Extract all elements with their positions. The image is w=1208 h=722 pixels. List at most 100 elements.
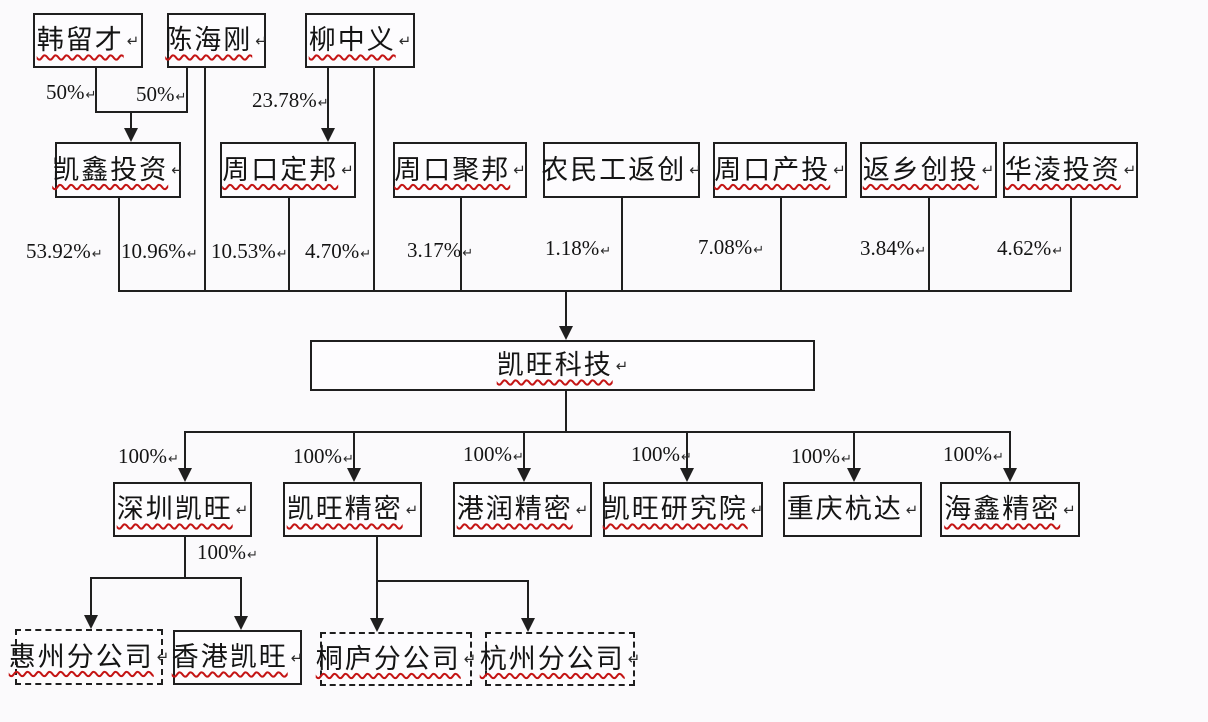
node-label: 海鑫精密	[944, 494, 1061, 525]
node-label: 柳中义	[308, 25, 396, 56]
connector-shareholder-bus	[118, 290, 1072, 292]
connector-jingmi-split	[376, 580, 529, 582]
node-label: 惠州分公司	[8, 641, 154, 673]
return-mark-icon: ↵	[276, 246, 288, 261]
return-mark-icon: ↵	[627, 650, 641, 668]
connector-to-yanjiuyuan	[686, 431, 688, 470]
stake-label-chantou: 7.08%↵	[698, 235, 765, 259]
arrowhead-to-huizhou	[84, 615, 98, 629]
stake-label-fanxiang: 3.84%↵	[860, 236, 927, 260]
stake-label-nongmin: 1.18%↵	[545, 236, 612, 260]
return-mark-icon: ↵	[186, 246, 198, 261]
return-mark-icon: ↵	[171, 161, 184, 179]
stake-label-shenzhen: 100%↵	[118, 444, 179, 468]
return-mark-icon: ↵	[513, 449, 524, 464]
stake-label-jubang: 3.17%↵	[407, 238, 474, 262]
return-mark-icon: ↵	[91, 246, 103, 261]
return-mark-icon: ↵	[575, 500, 589, 519]
node-label: 农民工返创	[541, 154, 687, 186]
node-label: 凯鑫投资	[52, 154, 169, 186]
return-mark-icon: ↵	[915, 243, 927, 258]
node-nongmingong-fanchuang: 农民工返创↵	[541, 142, 702, 198]
return-mark-icon: ↵	[681, 449, 692, 464]
stake-label-liu-direct: 4.70%↵	[305, 239, 372, 263]
arrowhead-to-shenzhen	[178, 468, 192, 482]
connector-fanxiang-drop	[928, 198, 930, 292]
connector-hualing-drop	[1070, 198, 1072, 292]
connector-bus-to-company	[565, 290, 567, 328]
node-kaiwang-jingmi: 凯旺精密↵	[283, 482, 422, 537]
stake-label-shenzhen-children: 100%↵	[197, 540, 258, 564]
return-mark-icon: ↵	[290, 648, 304, 667]
connector-to-kaixin	[130, 111, 132, 131]
connector-company-down	[565, 391, 567, 433]
connector-liu-direct	[373, 68, 375, 292]
return-mark-icon: ↵	[317, 95, 329, 110]
return-mark-icon: ↵	[405, 500, 419, 519]
connector-jingmi-down	[376, 537, 378, 620]
arrowhead-to-dingbang	[321, 128, 335, 142]
connector-to-huizhou	[90, 577, 92, 617]
node-label: 香港凯旺	[171, 642, 288, 673]
node-liu-zhongyi: 柳中义↵	[305, 13, 415, 68]
node-chen-haigang: 陈海刚↵	[165, 13, 268, 68]
return-mark-icon: ↵	[175, 89, 187, 104]
node-label: 港润精密	[456, 494, 573, 525]
stake-label-chen-direct: 10.96%↵	[121, 239, 198, 263]
connector-to-haixin	[1009, 431, 1011, 470]
stake-label-hualing: 4.62%↵	[997, 236, 1064, 260]
connector-to-chongqing	[853, 431, 855, 470]
arrowhead-to-company	[559, 326, 573, 340]
connector-to-hongkong	[240, 577, 242, 618]
arrowhead-to-jingmi	[347, 468, 361, 482]
return-mark-icon: ↵	[753, 242, 765, 257]
arrowhead-to-kaixin	[124, 128, 138, 142]
node-label: 周口聚邦	[394, 154, 511, 186]
node-kaiwang-research-institute: 凯旺研究院↵	[603, 482, 763, 537]
node-haixin-jingmi: 海鑫精密↵	[940, 482, 1080, 537]
node-fanxiang-chuangtou: 返乡创投↵	[860, 142, 997, 198]
return-mark-icon: ↵	[463, 650, 477, 668]
connector-shenzhen-split	[90, 577, 242, 579]
return-mark-icon: ↵	[255, 31, 268, 50]
connector-nongmin-drop	[621, 198, 623, 292]
connector-chantou-drop	[780, 198, 782, 292]
return-mark-icon: ↵	[841, 451, 852, 466]
return-mark-icon: ↵	[833, 161, 846, 179]
node-label: 凯旺科技	[496, 350, 613, 381]
node-han-liucai: 韩留才↵	[33, 13, 143, 68]
stake-label-han-kaixin: 50%↵	[46, 80, 97, 104]
stake-label-yanjiuyuan: 100%↵	[631, 442, 692, 466]
return-mark-icon: ↵	[600, 243, 612, 258]
return-mark-icon: ↵	[981, 161, 995, 179]
stake-label-jingmi: 100%↵	[293, 444, 354, 468]
node-label: 重庆杭达	[786, 494, 903, 525]
connector-han-down	[95, 68, 97, 111]
arrowhead-to-hangzhou	[521, 618, 535, 632]
node-label: 凯旺精密	[286, 494, 403, 525]
node-gangrun-jingmi: 港润精密↵	[453, 482, 592, 537]
arrowhead-to-gangrun	[517, 468, 531, 482]
connector-chen-direct	[204, 68, 206, 292]
connector-kaixin-drop	[118, 198, 120, 292]
return-mark-icon: ↵	[168, 451, 179, 466]
return-mark-icon: ↵	[247, 547, 258, 562]
return-mark-icon: ↵	[1063, 500, 1076, 519]
return-mark-icon: ↵	[689, 161, 702, 179]
stake-label-gangrun: 100%↵	[463, 442, 524, 466]
node-hualing-investment: 华淩投资↵	[1003, 142, 1138, 198]
connector-dingbang-drop	[288, 198, 290, 292]
connector-subsidiary-bus	[184, 431, 1011, 433]
connector-to-gangrun	[523, 431, 525, 470]
arrowhead-to-tonglu	[370, 618, 384, 632]
arrowhead-to-haixin	[1003, 468, 1017, 482]
return-mark-icon: ↵	[343, 451, 354, 466]
node-label: 华淩投资	[1004, 154, 1121, 186]
arrowhead-to-chongqing	[847, 468, 861, 482]
return-mark-icon: ↵	[156, 648, 170, 666]
return-mark-icon: ↵	[126, 31, 140, 50]
node-kaiwang-technology: 凯旺科技↵	[310, 340, 815, 391]
connector-to-shenzhen	[184, 431, 186, 470]
node-zhoukou-chantou: 周口产投↵	[713, 142, 847, 198]
